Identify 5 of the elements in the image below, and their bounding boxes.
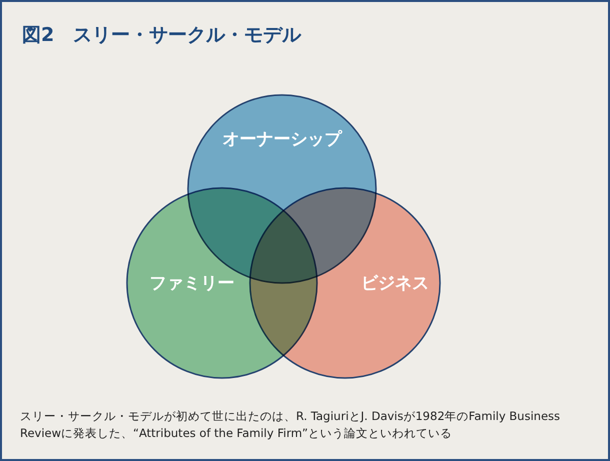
circle-label: オーナーシップ <box>222 128 342 150</box>
circle-label: ビジネス <box>361 272 429 294</box>
caption-text: スリー・サークル・モデルが初めて世に出たのは、R. TagiuriとJ. Davisが1982年のFamily Business Reviewに発表した、“Attributes of the Family Firm”という論文といわれている <box>20 408 562 442</box>
diagram-title: 図2 スリー・サークル・モデル <box>22 23 302 48</box>
circle-label: ファミリー <box>150 272 234 294</box>
